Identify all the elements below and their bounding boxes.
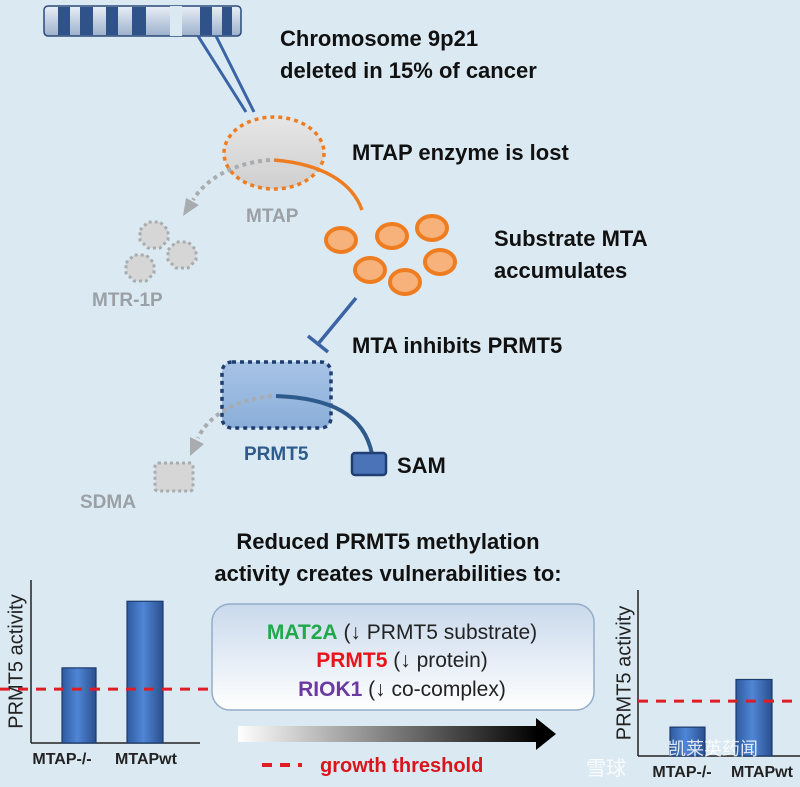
- mtap-gray-arrowhead: [183, 198, 199, 216]
- mtr1p-label: MTR-1P: [92, 290, 163, 311]
- bar-mtap-: [669, 726, 706, 757]
- mta-molecule: [388, 268, 422, 296]
- chromosome: [43, 5, 256, 113]
- mta-molecule: [353, 256, 387, 284]
- substrate-label-line2: accumulates: [494, 258, 627, 283]
- mtr1p-molecule: [166, 240, 198, 270]
- inhibition-line: [316, 296, 358, 346]
- mtap-orange-arc: [273, 158, 364, 211]
- sam-molecule: [350, 451, 388, 477]
- chromosome-label-line2: deleted in 15% of cancer: [280, 58, 537, 83]
- chromosome-label-line1: Chromosome 9p21: [280, 26, 478, 51]
- category-label: MTAPwt: [731, 764, 794, 781]
- prmt5-gray-arrow: [196, 394, 273, 439]
- category-label: MTAP-/-: [32, 751, 91, 768]
- growth-threshold-label: growth threshold: [320, 755, 483, 777]
- mta-molecules: [324, 214, 457, 296]
- vulnerability-detail: (↓ co-complex): [362, 678, 506, 701]
- sam-label: SAM: [397, 453, 446, 478]
- mtr1p-molecules: [124, 220, 198, 283]
- bar-mtapwt: [735, 678, 773, 757]
- prmt5-sam-arc: [275, 394, 374, 455]
- mta-inhibits-label: MTA inhibits PRMT5: [352, 333, 562, 358]
- y-axis-label: PRMT5 activity: [613, 606, 635, 740]
- mtap-lost-label: MTAP enzyme is lost: [352, 140, 569, 165]
- category-label: MTAPwt: [115, 751, 178, 768]
- category-label: MTAP-/-: [652, 764, 711, 781]
- mtr1p-molecule: [124, 253, 156, 283]
- reduced-label-line2: activity creates vulnerabilities to:: [214, 561, 561, 586]
- watermark-left: 雪球: [586, 756, 626, 780]
- vulnerability-prmt5: PRMT5 (↓ protein): [316, 649, 488, 672]
- right-activity-chart: MTAP-/- MTAPwt PRMT5 activity: [613, 590, 800, 781]
- mtap-label: MTAP: [246, 206, 299, 227]
- y-axis-label: PRMT5 activity: [5, 594, 27, 728]
- prmt5-label: PRMT5: [244, 444, 309, 465]
- bar-mtapwt: [126, 600, 164, 744]
- vulnerability-name: PRMT5: [316, 649, 387, 672]
- sdma-molecule: [153, 461, 195, 493]
- inhibition-bar: [306, 334, 330, 354]
- vulnerability-detail: (↓ protein): [387, 649, 487, 672]
- mtap-enzyme: [222, 115, 326, 191]
- vulnerability-name: MAT2A: [267, 621, 338, 644]
- sdma-label: SDMA: [80, 492, 136, 513]
- substrate-label-line1: Substrate MTA: [494, 226, 648, 251]
- mta-molecule: [423, 248, 457, 276]
- mta-molecule: [324, 226, 358, 254]
- bar-mtap-: [61, 667, 97, 744]
- mtr1p-molecule: [138, 220, 170, 250]
- reduced-label-line1: Reduced PRMT5 methylation: [236, 529, 539, 554]
- chromosome-band: [58, 7, 70, 35]
- vulnerability-detail: (↓ PRMT5 substrate): [338, 621, 538, 644]
- chromosome-band: [222, 7, 232, 35]
- chromosome-band: [132, 7, 146, 35]
- vulnerabilities-box: [211, 603, 595, 711]
- chromosome-region-9p21: [200, 7, 212, 35]
- vulnerability-riok1: RIOK1 (↓ co-complex): [298, 678, 506, 701]
- left-activity-chart: MTAP-/- MTAPwt PRMT5 activity: [0, 580, 214, 768]
- chromosome-centromere: [170, 6, 182, 36]
- mtap-gray-arrow: [191, 158, 271, 202]
- watermark-right: 凯莱英药闻: [668, 739, 758, 760]
- gradient-arrow-shaft: [238, 726, 538, 742]
- deletion-zoom-lines: [196, 35, 256, 113]
- vulnerability-mat2a: MAT2A (↓ PRMT5 substrate): [267, 621, 537, 644]
- prmt5-gray-arrowhead: [190, 437, 204, 456]
- chromosome-band: [106, 7, 118, 35]
- mta-molecule: [415, 214, 449, 242]
- gradient-arrow-head: [536, 718, 556, 750]
- chromosome-band: [80, 7, 93, 35]
- vulnerability-name: RIOK1: [298, 678, 363, 701]
- mta-molecule: [375, 222, 409, 250]
